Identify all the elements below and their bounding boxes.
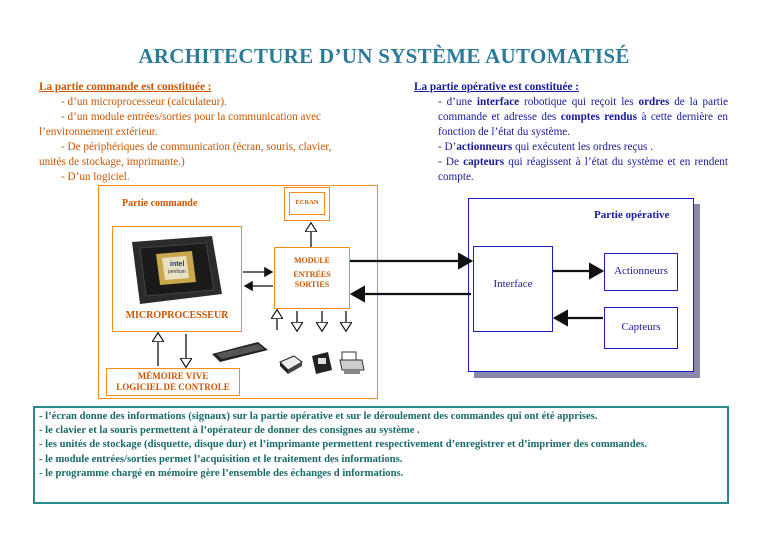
note-line: - le programme chargé en mémoire gère l’… <box>39 467 404 479</box>
ecran-label: ÉCRAN <box>295 199 319 206</box>
note-line: - l’écran donne des informations (signau… <box>39 411 598 422</box>
page-title: ARCHITECTURE D’UN SYSTÈME AUTOMATISÉ <box>138 44 630 68</box>
microprocesseur-label: MICROPROCESSEUR <box>125 310 229 321</box>
partie-commande-label: Partie commande <box>122 198 198 209</box>
actionneurs-box <box>604 253 678 291</box>
disk-drive-icon <box>278 350 304 376</box>
floppy-disk-icon <box>308 350 334 376</box>
list-item: l’environnement extérieur. <box>39 126 158 138</box>
module-es-label: MODULE ENTRÉES SORTIES <box>293 256 331 289</box>
list-item: - D’actionneurs qui exécutent les ordres… <box>438 141 653 153</box>
cpu-brand-label: intel <box>170 261 184 268</box>
memoire-box <box>106 368 240 396</box>
interface-label: Interface <box>493 278 533 290</box>
list-item: - d’un microprocesseur (calculateur). <box>61 96 227 108</box>
note-line: - les unités de stockage (disquette, dis… <box>39 439 648 451</box>
printer-icon <box>338 350 366 376</box>
cpu-chip-icon: intel pentium <box>122 234 226 306</box>
cpu-model-label: pentium <box>168 269 186 275</box>
partie-operative-label: Partie opérative <box>594 209 670 221</box>
list-item: - De capteurs qui réagissent à l’état du… <box>438 156 728 183</box>
actionneurs-label: Actionneurs <box>614 265 668 277</box>
list-item: - d’un module entrées/sorties pour la co… <box>61 111 322 123</box>
interface-box <box>473 246 553 332</box>
partie-commande-description: La partie commande est constituée : - d’… <box>39 80 381 185</box>
note-line: - le clavier et la souris permettent à l… <box>39 425 420 437</box>
list-item: - d’une interface robotique qui reçoit l… <box>438 96 728 138</box>
list-item: - D’un logiciel. <box>61 171 130 183</box>
capteurs-label: Capteurs <box>621 321 661 333</box>
keyboard-icon <box>208 340 270 364</box>
notes-box: - l’écran donne des informations (signau… <box>33 406 729 504</box>
module-es-box <box>274 247 350 309</box>
partie-operative-heading: La partie opérative est constituée : <box>414 81 579 93</box>
ecran-icon: ÉCRAN <box>284 187 330 221</box>
partie-commande-heading: La partie commande est constituée : <box>39 81 212 93</box>
capteurs-box <box>604 307 678 349</box>
note-line: - le module entrées/sorties permet l’acq… <box>39 453 403 465</box>
partie-operative-description: La partie opérative est constituée : - d… <box>414 80 728 185</box>
partie-commande-box <box>98 185 378 399</box>
list-item: unités de stockage, imprimante.) <box>39 156 185 168</box>
list-item: - De périphériques de communication (écr… <box>61 141 332 153</box>
memoire-label: MÉMOIRE VIVE LOGICIEL DE CONTROLE <box>116 371 230 392</box>
